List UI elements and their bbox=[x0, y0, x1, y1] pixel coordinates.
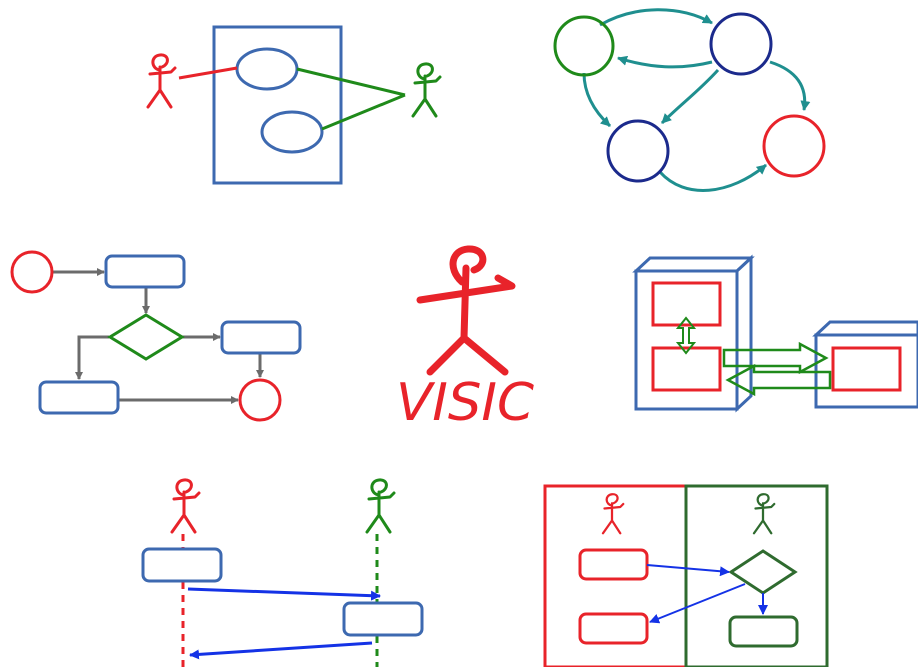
activation-box bbox=[342, 601, 424, 637]
use-case-diagram bbox=[146, 25, 442, 185]
actor-association-line bbox=[178, 66, 238, 80]
flow-arrow bbox=[646, 564, 730, 577]
message-arrow bbox=[189, 641, 373, 660]
node-cube-face bbox=[632, 256, 755, 273]
component-box bbox=[651, 281, 722, 327]
transition-arrow bbox=[769, 60, 811, 111]
action-box bbox=[38, 380, 120, 415]
system-boundary bbox=[212, 25, 343, 185]
stick-figure-icon bbox=[365, 478, 396, 534]
flow-arrow bbox=[649, 583, 746, 624]
sequence-diagram bbox=[141, 478, 424, 667]
component-box bbox=[831, 346, 902, 392]
flow-arrow bbox=[75, 335, 109, 380]
end-node bbox=[238, 378, 282, 422]
actor-association-line bbox=[321, 93, 406, 131]
logo-text: VISIC bbox=[396, 373, 535, 433]
activity-diagram bbox=[10, 250, 302, 422]
actor-association-line bbox=[296, 67, 406, 97]
action-box bbox=[220, 320, 302, 355]
stick-figure-icon bbox=[752, 493, 776, 535]
state-node bbox=[606, 119, 670, 183]
transition-arrow bbox=[660, 68, 720, 125]
action-box bbox=[728, 615, 799, 648]
activation-box bbox=[141, 547, 223, 583]
use-case-ellipse-bottom bbox=[260, 110, 324, 154]
use-case-ellipse-top bbox=[235, 47, 299, 91]
logo: VISIC bbox=[396, 245, 535, 433]
state-node bbox=[553, 15, 615, 77]
node-cube-face bbox=[812, 320, 918, 337]
double-arrow-icon bbox=[675, 316, 697, 355]
deployment-diagram bbox=[632, 254, 918, 413]
action-box bbox=[578, 548, 649, 581]
transition-arrow bbox=[617, 55, 713, 69]
state-diagram bbox=[553, 8, 826, 192]
swimlane bbox=[684, 484, 829, 667]
component-box bbox=[651, 346, 722, 392]
action-box bbox=[578, 612, 649, 645]
fat-arrow-left-icon bbox=[725, 363, 832, 397]
node-box bbox=[814, 333, 918, 409]
stick-figure-icon bbox=[170, 478, 201, 534]
swimlane bbox=[543, 484, 688, 667]
transition-arrow bbox=[599, 8, 713, 27]
stick-figure-icon bbox=[601, 493, 625, 535]
node-box bbox=[634, 269, 739, 411]
message-arrow bbox=[187, 587, 381, 601]
logo-figure-icon bbox=[416, 245, 516, 376]
swimlane-diagram bbox=[543, 484, 829, 667]
transition-arrow bbox=[582, 72, 612, 128]
action-box bbox=[104, 254, 186, 289]
decision-diamond bbox=[107, 313, 185, 361]
stick-figure-icon bbox=[146, 53, 177, 109]
start-node bbox=[10, 250, 54, 294]
state-node-final bbox=[762, 114, 826, 178]
transition-arrow bbox=[658, 163, 767, 192]
fat-arrow-right-icon bbox=[722, 341, 829, 375]
stick-figure-icon bbox=[411, 62, 442, 118]
state-node bbox=[709, 12, 773, 76]
